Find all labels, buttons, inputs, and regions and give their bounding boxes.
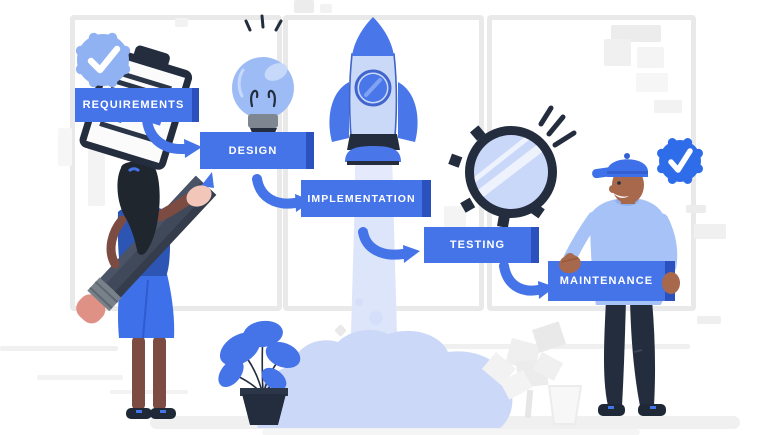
floor-line xyxy=(110,390,188,394)
approved-badge xyxy=(75,32,131,88)
confetti-piece xyxy=(637,47,664,68)
rocket-nose xyxy=(352,17,394,56)
rocket-base-band xyxy=(347,134,400,150)
stage-text-testing: TESTING xyxy=(449,239,506,251)
stage-box-side xyxy=(306,132,314,169)
plant-leaves xyxy=(218,320,301,391)
man-smile xyxy=(613,193,629,198)
man-hand-left xyxy=(559,254,581,274)
stage-box-side xyxy=(192,88,199,122)
stage-text-design: DESIGN xyxy=(228,144,278,157)
flow-arrows xyxy=(142,115,555,299)
woman-arm-left xyxy=(106,215,127,269)
paper-pile xyxy=(481,321,583,425)
lightbulb-icon xyxy=(232,14,294,142)
confetti-piece xyxy=(697,316,721,324)
floor-line xyxy=(0,346,118,351)
man-eye xyxy=(617,181,621,185)
pencil-eraser xyxy=(76,294,106,324)
stage-label-implementation: IMPLEMENTATION xyxy=(301,180,431,217)
checkmark-icon xyxy=(87,45,121,74)
smoke-cloud xyxy=(255,329,513,428)
woman-hand xyxy=(186,185,212,207)
rocket-skirt xyxy=(345,146,401,162)
ground-strip-secondary xyxy=(262,429,640,435)
confetti-piece xyxy=(320,4,332,13)
rocket-fin-left xyxy=(329,82,349,142)
confetti-piece xyxy=(58,128,72,166)
woman-character xyxy=(76,161,217,419)
pot xyxy=(242,394,286,425)
bulb-sparks xyxy=(244,14,283,32)
bulb-socket xyxy=(248,114,278,128)
confetti-piece xyxy=(294,0,314,13)
woman-hair xyxy=(117,161,160,255)
confetti-piece xyxy=(636,73,668,92)
bulb-filament xyxy=(250,89,276,108)
checkmark-icon xyxy=(668,148,693,173)
stage-label-testing: TESTING xyxy=(424,227,539,263)
shirt-collar xyxy=(614,198,640,206)
confetti-piece xyxy=(611,25,661,42)
confetti-piece xyxy=(175,18,188,27)
rocket-fin-right xyxy=(398,82,418,142)
confetti-piece xyxy=(654,100,682,113)
stage-box-side xyxy=(422,180,431,217)
stage-text-implementation: IMPLEMENTATION xyxy=(307,192,416,205)
stage-box-side xyxy=(531,227,539,263)
confetti-piece xyxy=(686,205,706,213)
verified-badge xyxy=(657,138,703,184)
hair-accent xyxy=(127,167,141,173)
confetti-piece xyxy=(604,39,631,66)
magnifier-handle-strokes xyxy=(538,105,577,148)
pencil-tip-accent xyxy=(201,172,214,188)
stage-label-requirements: REQUIREMENTS xyxy=(75,88,199,122)
confetti-piece xyxy=(88,148,105,206)
pencil-ferrule xyxy=(87,277,122,312)
confetti-piece xyxy=(694,224,726,239)
pot-rim xyxy=(240,388,288,396)
cap-brim xyxy=(592,166,617,179)
man-hand-right xyxy=(662,272,680,294)
stage-text-requirements: REQUIREMENTS xyxy=(82,99,185,111)
plant xyxy=(218,320,301,425)
magnifier-icon xyxy=(448,105,577,228)
floor-line xyxy=(37,375,123,380)
stage-label-design: DESIGN xyxy=(200,132,314,169)
stage-text-maintenance: MAINTENANCE xyxy=(559,275,654,287)
floor-line xyxy=(440,344,690,349)
porthole-ring xyxy=(354,69,392,107)
